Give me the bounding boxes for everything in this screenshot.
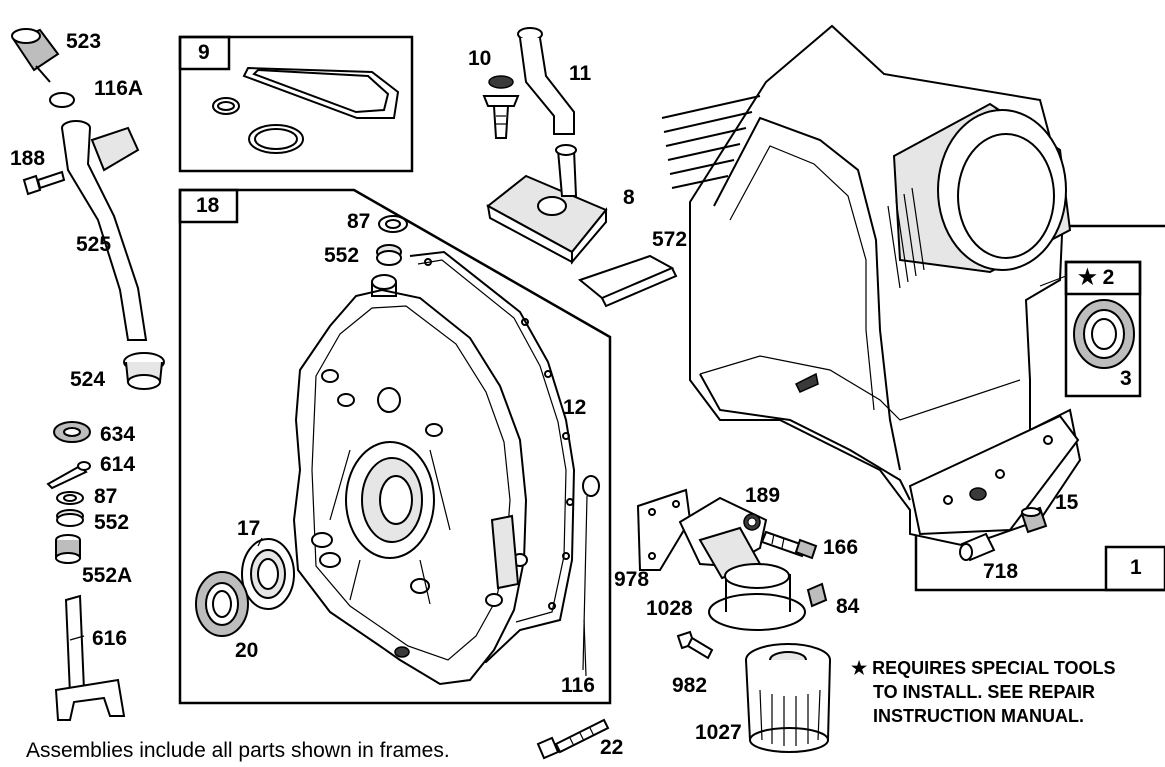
breather-10-illustration [482, 75, 520, 139]
part-22-label: 22 [600, 736, 624, 759]
part-1028-label: 1028 [646, 597, 693, 620]
part-12-label: 12 [563, 396, 587, 419]
frame-9-box [178, 35, 414, 173]
part-552-left-label: 552 [94, 511, 130, 534]
part-20-label: 20 [235, 639, 259, 662]
part-614-label: 614 [100, 453, 136, 476]
part-3-label: 3 [1120, 367, 1132, 390]
cylinder-block-illustration [661, 24, 1082, 548]
governor-shaft-616-illustration [54, 594, 126, 721]
part-982-label: 982 [672, 674, 708, 697]
pin-614-illustration [46, 461, 91, 490]
bolt-982-illustration [676, 630, 714, 660]
part-525-label: 525 [76, 233, 112, 256]
seal-87-frame-illustration [378, 215, 408, 233]
part-116-label: 116 [561, 674, 595, 697]
part-87-left-label: 87 [94, 485, 118, 508]
dipstick-tube-525-illustration [61, 120, 148, 341]
frame-2-box [1039, 260, 1142, 398]
part-634-label: 634 [100, 423, 136, 446]
part-978-label: 978 [614, 568, 650, 591]
part-87-frame-label: 87 [347, 210, 371, 233]
special-tools-note-line-1: ★ REQUIRES SPECIAL TOOLS [851, 658, 1116, 678]
breather-cover-8-illustration [486, 144, 608, 265]
frame-1-label: 1 [1130, 556, 1142, 579]
frame-18-box [178, 188, 612, 705]
part-188-label: 188 [10, 147, 46, 170]
seal-20-illustration [195, 571, 249, 637]
oring-116-illustration [582, 475, 600, 671]
filter-adapter-1028-illustration [678, 496, 806, 631]
bolt-188-illustration [22, 170, 66, 196]
part-10-label: 10 [468, 47, 492, 70]
frame-9-label: 9 [198, 41, 210, 64]
seal-3-illustration [1073, 299, 1135, 369]
gasket-978-illustration [636, 488, 692, 571]
washer-87-left-illustration [56, 491, 84, 505]
part-189-label: 189 [745, 484, 781, 507]
bearing-17-illustration [241, 538, 295, 610]
frame-18-label: 18 [196, 194, 220, 217]
part-84-label: 84 [836, 595, 860, 618]
bushing-552A-illustration [55, 534, 81, 564]
gasket-set-illustration [212, 66, 400, 154]
plug-15-illustration [1020, 506, 1048, 534]
part-11-label: 11 [569, 62, 592, 85]
part-17-label: 17 [237, 517, 261, 540]
part-616-label: 616 [92, 627, 128, 650]
special-tools-note-line-2: TO INSTALL. SEE REPAIR [873, 682, 1096, 702]
part-1027-label: 1027 [695, 721, 742, 744]
part-8-label: 8 [623, 186, 635, 209]
part-166-label: 166 [823, 536, 859, 559]
footer-caption: Assemblies include all parts shown in fr… [26, 739, 450, 762]
part-116A-label: 116A [94, 77, 144, 100]
dipstick-cap-523-illustration [11, 28, 60, 83]
part-572-label: 572 [652, 228, 688, 251]
washer-189-illustration [743, 513, 761, 531]
seal-634-illustration [53, 421, 91, 443]
part-552-frame-label: 552 [324, 244, 360, 267]
crankcase-cover-illustration [292, 274, 528, 686]
dowel-718-illustration [959, 532, 996, 562]
leader-lines [257, 537, 587, 677]
plug-84-illustration [806, 582, 828, 608]
part-718-label: 718 [983, 560, 1019, 583]
oil-filter-1027-illustration [745, 643, 831, 753]
grommet-524-illustration [123, 352, 165, 390]
washer-552-frame-illustration [376, 244, 402, 266]
bracket-572-illustration [577, 254, 678, 308]
frame-1-box [914, 224, 1165, 592]
tube-11-illustration [517, 27, 575, 135]
part-552A-label: 552A [82, 564, 133, 587]
oring-116A-illustration [49, 92, 75, 108]
fitting-166-illustration [760, 530, 818, 560]
part-524-label: 524 [70, 368, 106, 391]
part-523-label: 523 [66, 30, 102, 53]
part-15-label: 15 [1055, 491, 1079, 514]
bolt-22-illustration [536, 718, 610, 760]
frame-2-label: ★ 2 [1078, 266, 1115, 289]
special-tools-note-line-3: INSTRUCTION MANUAL. [873, 706, 1084, 726]
washer-552-left-illustration [56, 509, 84, 527]
